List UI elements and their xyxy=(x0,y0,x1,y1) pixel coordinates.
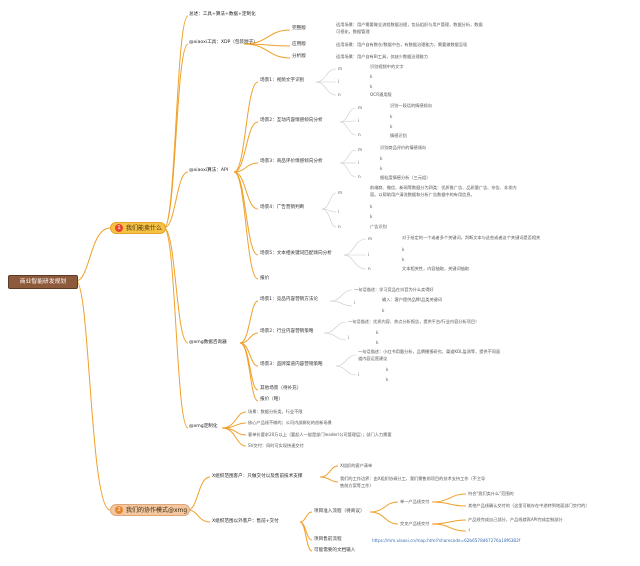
tool-item-app-desc: 适用场景：用户自有数仓/数据中台，有数据治理能力，需要做数据呈现 xyxy=(336,42,468,47)
leaf-n: n xyxy=(338,224,341,229)
single-line-item: 符合"我们卖什么"范围的 xyxy=(468,491,514,496)
leaf-text: 道内容运营建议 xyxy=(358,356,388,361)
algo-scene-3[interactable]: 场景3：商品评价情感倾向分析 xyxy=(260,159,323,164)
algo-scene-1[interactable]: 场景1：视频文字识别 xyxy=(260,78,305,83)
algo-scene-5[interactable]: 场景5：文本相关键词匹配倾向分析 xyxy=(260,251,332,256)
cross-line-node[interactable]: 交叉产品线交付 xyxy=(400,521,430,526)
leaf-text: 对于给定的一个或者多个关键词，判断文本与这些或者这个关键词是否相关 xyxy=(402,235,541,240)
leaf-i: i xyxy=(354,300,356,305)
leaf-i: i xyxy=(358,160,360,165)
leaf-k: k xyxy=(390,114,393,119)
custom-item: 客单价要求20万以上（要起人一般是部门leader/公司管理层）；部门人力需要 xyxy=(248,432,392,437)
cross-line-item: 产品线完成自己部分，产品线就再API完成定制部分 xyxy=(468,517,563,522)
data-scene-2[interactable]: 场景2：行业内容营销策略 xyxy=(260,329,314,334)
collab-internal-item: X组织的客户清单 xyxy=(340,463,373,468)
algo-price[interactable]: 报价 xyxy=(260,276,270,281)
tool-item-full[interactable]: 完整版 xyxy=(292,26,306,31)
data-other[interactable]: 其他场景（待补充） xyxy=(260,386,302,391)
leaf-text: 容。以帮助用户清洗数据和分析广告数据中的有用信息。 xyxy=(370,192,475,197)
single-line-node[interactable]: 单一产品线交付 xyxy=(400,499,430,504)
leaf-i: i xyxy=(338,79,340,84)
tool-node[interactable]: @xiaoxi工具：XDP（包装厨子） xyxy=(189,40,258,45)
custom-node[interactable]: @xmg定制化 xyxy=(189,424,218,429)
leaf-m: m xyxy=(368,236,373,241)
leaf-text: 情感识别 xyxy=(390,133,407,138)
algo-scene-4[interactable]: 场景4：广告营销判断 xyxy=(260,205,305,210)
leaf-text: 一句话描述：小红书用量分析，品牌播报研究，渠道KOL监测等，提供不同面 xyxy=(358,349,501,354)
leaf-m: m xyxy=(338,66,343,71)
data-report[interactable]: 报价（略） xyxy=(260,397,283,402)
leaf-text: 细粒度情感分析（三元组） xyxy=(380,175,431,180)
leaf-k: k xyxy=(402,257,405,262)
leaf-text: 一句话描述：优质内容、热点分析报告，提供平台/行业内容分析项目！ xyxy=(348,319,480,324)
root-node[interactable]: 商业智能研发规划 xyxy=(8,275,78,289)
data-scene-3[interactable]: 场景3：品牌渠道内容营销策略 xyxy=(260,362,323,367)
custom-item: SV交付：同时可实现快速交付 xyxy=(248,443,304,448)
leaf-text: 识别视频中的文字 xyxy=(370,64,404,69)
single-line-item: 其他产品线确认交付的（这里可能存在中途转到地面部门交付的） xyxy=(468,503,590,508)
leaf-k: k xyxy=(380,166,383,171)
custom-item: 场景：数据分析类，行业不限 xyxy=(248,409,303,414)
tool-item-analysis-desc: 适用场景：用户自有BI工具，仅缺少数据治理能力 xyxy=(336,54,429,59)
leaf-k: k xyxy=(370,84,373,89)
tool-item-analysis[interactable]: 分析版 xyxy=(292,54,306,59)
tool-item-app[interactable]: 应用版 xyxy=(292,42,306,47)
leaf-k: k xyxy=(370,74,373,79)
leaf-text: OCR通用版 xyxy=(370,92,392,97)
leaf-n: n xyxy=(358,132,361,137)
cross-line-item: ？ xyxy=(468,528,473,533)
leaf-i: i xyxy=(338,209,340,214)
overview-node[interactable]: 总述：工具+算法+数据+定制化 xyxy=(189,12,256,17)
leaf-n: n xyxy=(338,92,341,97)
leaf-k: k xyxy=(376,340,379,345)
leaf-i: i xyxy=(358,372,360,377)
leaf-n: n xyxy=(358,174,361,179)
leaf-text: 文本相关性，内容抽取，关键词抽取 xyxy=(402,266,470,271)
tool-item-full-desc: 可视化，数据管理 xyxy=(336,29,370,34)
leaf-text: 识别一段话的情感倾向 xyxy=(390,103,432,108)
data-node[interactable]: @xmg数据咨询器 xyxy=(189,340,227,345)
leaf-m: m xyxy=(358,147,363,152)
presale-url-link[interactable]: https://mm.xiaoxi.cn/map.html?sharecode=… xyxy=(372,538,521,543)
leaf-k: k xyxy=(402,247,405,252)
collab-internal-item: 我们的工作边界：由X组织协调分工，我们需售前项目的技术支持工作（不主导 xyxy=(340,476,486,481)
leaf-i: i xyxy=(368,252,370,257)
leaf-text: 输入：客户提供品牌/品类关键词 xyxy=(382,297,443,302)
leaf-n: n xyxy=(368,266,371,271)
leaf-m: m xyxy=(358,105,363,110)
main-branch-label: 我们能卖什么 xyxy=(126,225,163,232)
access-flow-node[interactable]: 项目准入流程（待商议） xyxy=(314,509,365,514)
algo-node[interactable]: @xiaoxi算法：API xyxy=(189,168,229,173)
collab-external-node[interactable]: X组织范围以外客户：售前+交付 xyxy=(212,519,279,524)
leaf-m: m xyxy=(338,190,343,195)
custom-item: 核心产品线不做的；公司内部孵化的创新场景 xyxy=(248,420,332,425)
number-badge: 1 xyxy=(115,223,123,232)
tool-item-full-desc: 适用场景：用户需要做全流程数据治理，包括组织与用户管理，数据分析，数据 xyxy=(336,22,483,27)
leaf-k: k xyxy=(386,377,389,382)
collab-internal-item: 售前方案等工作） xyxy=(340,483,374,488)
leaf-i: i xyxy=(358,118,360,123)
leaf-k: k xyxy=(376,330,379,335)
collab-internal-node[interactable]: X组织范围客户：只做交付以及售前技术支撑 xyxy=(212,474,303,479)
leaf-k: k xyxy=(390,124,393,129)
leaf-k: k xyxy=(386,367,389,372)
data-scene-1[interactable]: 场景1：竞品内容营销方法论 xyxy=(260,297,319,302)
leaf-text: 一句话描述：学习竞品在抖音为什么卖得好 xyxy=(354,287,434,292)
leaf-k: k xyxy=(380,156,383,161)
leaf-k: k xyxy=(370,214,373,219)
leaf-k: k xyxy=(382,308,385,313)
presale-flow-node[interactable]: 项目售前流程 xyxy=(314,537,342,542)
leaf-k: k xyxy=(370,204,373,209)
leaf-i: i xyxy=(348,335,350,340)
number-badge: 2 xyxy=(115,505,123,514)
leaf-text: 广告识别 xyxy=(370,224,387,229)
main-branch-label: 我们的协作模式@xmg xyxy=(126,507,188,514)
docs-input-node[interactable]: 可能需要的文档输入 xyxy=(314,548,356,553)
algo-scene-2[interactable]: 场景2：互动内容情感倾向分析 xyxy=(260,118,323,123)
leaf-text: 识别商品评价的情感倾向 xyxy=(380,145,427,150)
leaf-text: 前端商、微信、新闻等数据分为四类：优质推广告、品质量广告、杂告、非发内 xyxy=(370,185,517,190)
